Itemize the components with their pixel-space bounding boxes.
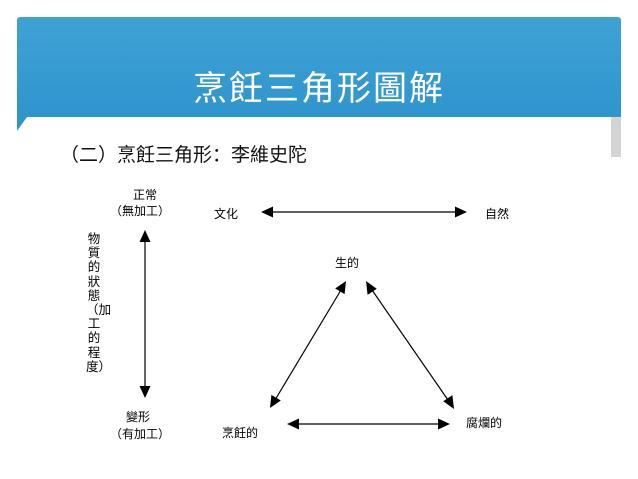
arrowhead-right-icon: [455, 206, 467, 218]
arrow-heads: [139, 206, 467, 430]
banner-shadow-tab: [611, 117, 621, 157]
arrow-lines: [144, 211, 458, 425]
cooked-label: 烹飪的: [222, 426, 259, 440]
arrowhead-up-icon: [139, 230, 151, 242]
arrowhead-rotten-icon: [443, 395, 454, 409]
raw-cooked-arrow-line: [274, 289, 342, 401]
raw-rotten-arrow-line: [371, 289, 449, 401]
arrowhead-left-icon: [261, 206, 273, 218]
nature-label: 自然: [485, 207, 510, 221]
title-banner: 烹飪三角形圖解: [17, 17, 621, 117]
arrowhead-right-bottom-icon: [438, 418, 450, 430]
bottom-state-label: 變形: [126, 410, 151, 424]
culture-label: 文化: [214, 207, 239, 221]
banner-corner-tab: [17, 117, 27, 131]
arrowhead-down-icon: [139, 386, 151, 398]
raw-label: 生的: [335, 256, 360, 270]
arrowhead-cooked-icon: [270, 394, 281, 408]
top-state-label: 正常: [133, 188, 158, 202]
bottom-state-sublabel: （有加工）: [110, 427, 171, 441]
slide-title: 烹飪三角形圖解: [193, 69, 445, 109]
vertical-axis-label: 物質的狀態（加工的程度）: [86, 231, 112, 374]
arrowhead-raw-from-cooked-icon: [335, 281, 346, 295]
arrowhead-raw-from-rotten-icon: [366, 281, 377, 295]
top-state-sublabel: （無加工）: [110, 204, 171, 218]
arrowhead-left-bottom-icon: [287, 418, 299, 430]
rotten-label: 腐爛的: [466, 416, 503, 430]
section-heading: （二）烹飪三角形：李維史陀: [60, 144, 308, 166]
